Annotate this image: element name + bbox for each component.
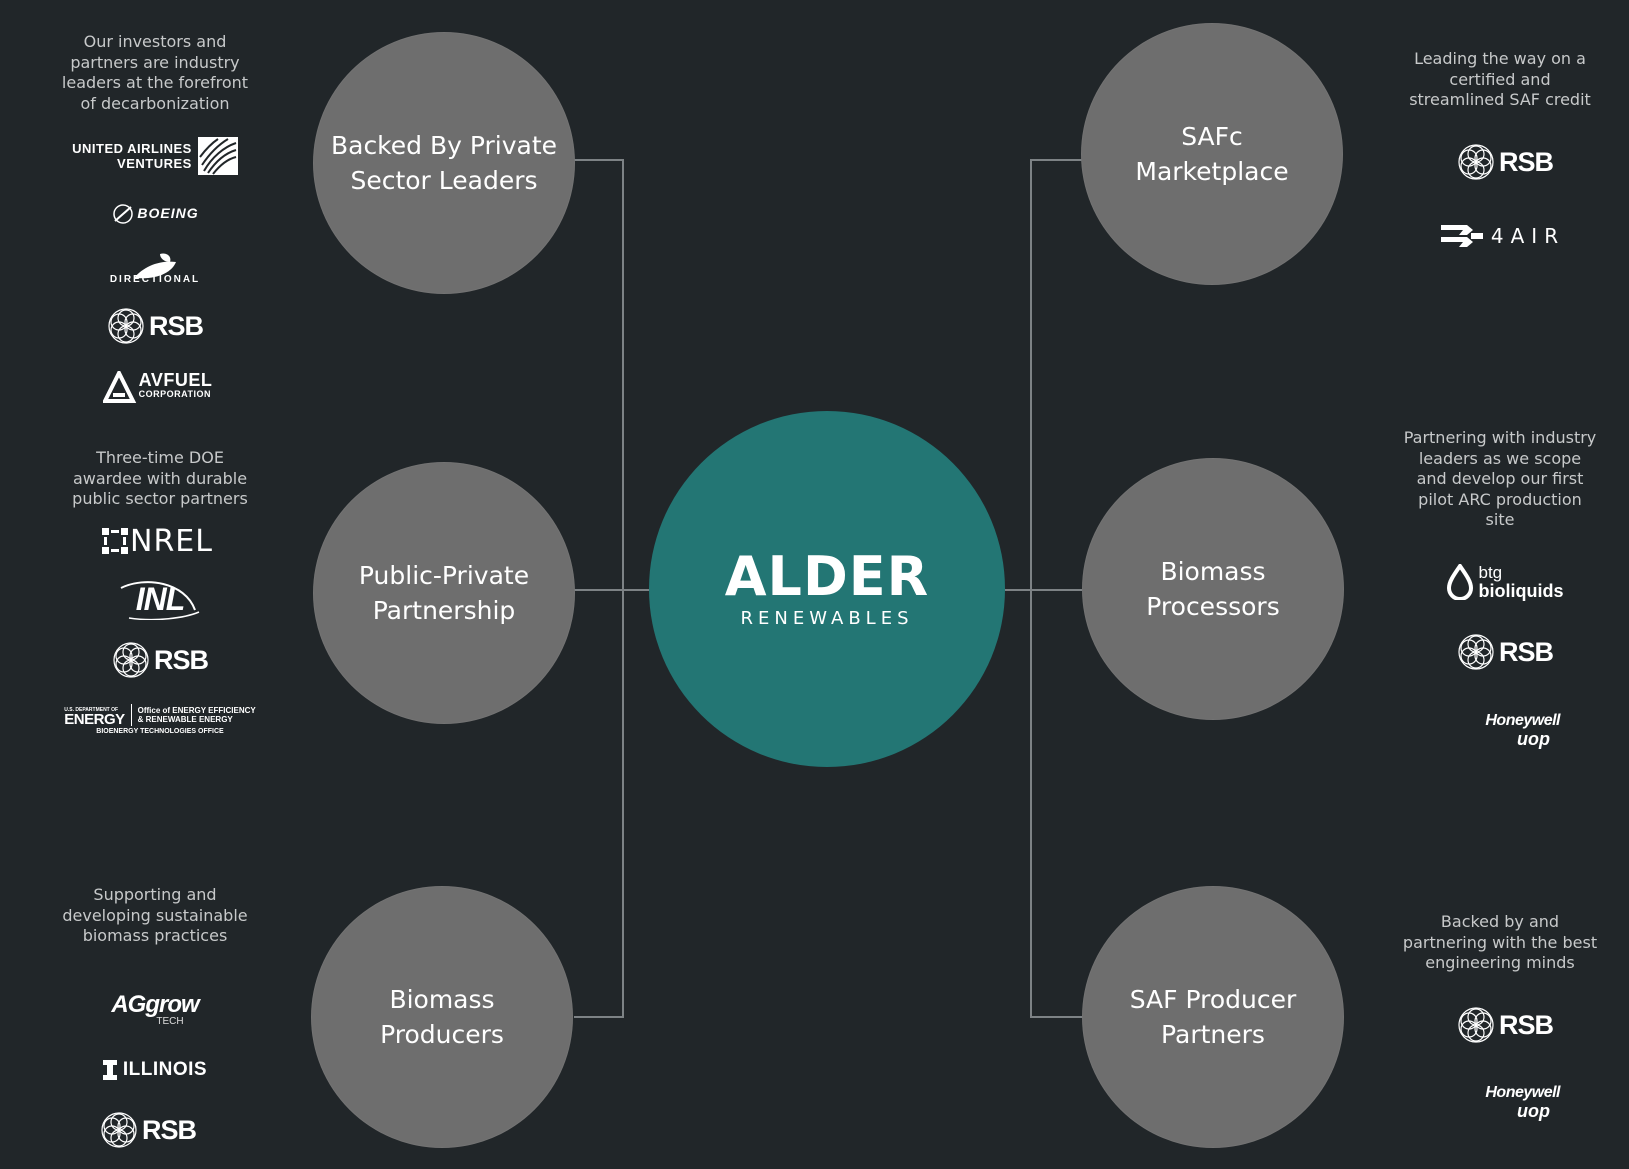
inl-logo: INL	[115, 578, 205, 620]
nrel-text: NREL	[130, 523, 213, 559]
doe-energy: ENERGY	[64, 710, 125, 728]
fourair-text: 4AIR	[1490, 224, 1566, 248]
node-producers: Biomass Producers	[311, 886, 573, 1148]
rsb-logo-right-3: RSB	[1450, 1005, 1560, 1045]
honeywell-text: Honeywell	[1485, 712, 1560, 729]
rsb-logo-left-2: RSB	[105, 640, 215, 680]
btg-bioliquids-logo: btg bioliquids	[1440, 560, 1570, 604]
node-public-private: Public-Private Partnership	[313, 462, 575, 724]
avfuel-logo: AVFUEL CORPORATION	[85, 370, 230, 404]
flower-of-life-icon	[108, 308, 144, 344]
desc-saf-producer: Backed by and partnering with the best e…	[1402, 912, 1598, 972]
aggrow-text: AGgrow	[111, 991, 199, 1018]
illinois-block-i-icon	[102, 1060, 117, 1080]
desc-safc: Leading the way on a certified and strea…	[1409, 49, 1591, 109]
united-airlines-ventures-logo: UNITED AIRLINES VENTURES	[60, 136, 250, 176]
flower-of-life-icon	[113, 642, 149, 678]
rsb-logo-right-2: RSB	[1450, 632, 1560, 672]
center-node: ALDER RENEWABLES	[649, 411, 1005, 767]
flower-of-life-icon	[1458, 1007, 1494, 1043]
node-saf-producer-label: SAF Producer Partners	[1129, 985, 1297, 1049]
aggrow-logo: AGgrow TECH	[100, 990, 210, 1030]
doe-office: Office of ENERGY EFFICIENCY	[137, 705, 256, 715]
btg-text: btg	[1478, 563, 1503, 582]
flower-of-life-icon	[101, 1112, 137, 1148]
droplet-icon	[1446, 564, 1473, 600]
node-safc-label: SAFc Marketplace	[1135, 122, 1289, 186]
uop-text: uop	[1517, 729, 1550, 749]
honeywell-uop-logo-2: Honeywell uop	[1450, 1082, 1560, 1122]
node-backed: Backed By Private Sector Leaders	[313, 32, 575, 294]
illinois-text: ILLINOIS	[122, 1059, 208, 1080]
doe-line1: U.S. DEPARTMENT OF	[64, 706, 119, 713]
rsb-text: RSB	[1498, 636, 1554, 667]
node-processors-label: Biomass Processors	[1146, 557, 1280, 621]
inl-text: INL	[135, 580, 186, 617]
honeywell-text: Honeywell	[1485, 1084, 1560, 1101]
bioliquids-text: bioliquids	[1478, 581, 1564, 601]
globe-icon	[197, 137, 238, 175]
boeing-text: BOEING	[137, 205, 199, 221]
node-processors: Biomass Processors	[1082, 458, 1344, 720]
rsb-text: RSB	[153, 644, 209, 675]
node-backed-label: Backed By Private Sector Leaders	[330, 131, 558, 195]
doe-bioenergy: BIOENERGY TECHNOLOGIES OFFICE	[96, 727, 224, 735]
desc-processors: Partnering with industry leaders as we s…	[1403, 428, 1597, 529]
honeywell-uop-logo-1: Honeywell uop	[1450, 710, 1560, 750]
illinois-logo: ILLINOIS	[95, 1057, 215, 1083]
nrel-logo: NREL	[95, 523, 220, 559]
avfuel-mark-icon	[102, 371, 136, 403]
rsb-text: RSB	[148, 310, 204, 341]
fourair-arrows-icon	[1440, 225, 1483, 247]
leaf-icon	[134, 252, 176, 278]
aggrow-tech: TECH	[156, 1016, 184, 1027]
inl-swoosh-icon	[120, 581, 200, 620]
nrel-mark-icon	[102, 528, 129, 554]
directional-text: DIRECTIONAL	[109, 273, 201, 285]
flower-of-life-icon	[1458, 634, 1494, 670]
connector-right	[1030, 159, 1082, 1018]
united-line2: VENTURES	[117, 156, 192, 171]
boeing-logo: BOEING	[95, 200, 215, 226]
flower-of-life-icon	[1458, 144, 1494, 180]
brand-title: ALDER	[724, 544, 930, 608]
node-public-private-label: Public-Private Partnership	[358, 561, 530, 625]
node-saf-producer: SAF Producer Partners	[1082, 886, 1344, 1148]
desc-producers: Supporting and developing sustainable bi…	[62, 885, 248, 945]
connector-left	[574, 159, 624, 1018]
rsb-logo-left-1: RSB	[100, 306, 210, 346]
directional-logo: DIRECTIONAL	[100, 248, 210, 288]
desc-public-private: Three-time DOE awardee with durable publ…	[72, 448, 248, 508]
avfuel-text: AVFUEL	[138, 370, 213, 390]
uop-text: uop	[1517, 1101, 1550, 1121]
desc-backed: Our investors and partners are industry …	[61, 32, 249, 113]
avfuel-sub: CORPORATION	[138, 389, 211, 399]
united-line1: UNITED AIRLINES	[72, 141, 192, 156]
rsb-text: RSB	[142, 1114, 197, 1145]
doe-eere-logo: U.S. DEPARTMENT OF ENERGY Office of ENER…	[62, 701, 258, 737]
brand-subtitle: RENEWABLES	[740, 607, 914, 629]
node-safc: SAFc Marketplace	[1081, 23, 1343, 285]
rsb-logo-right-1: RSB	[1450, 142, 1560, 182]
boeing-swoosh-icon	[113, 204, 134, 224]
doe-renewable: & RENEWABLE ENERGY	[137, 714, 233, 724]
fourair-logo: 4AIR	[1438, 220, 1568, 252]
rsb-text: RSB	[1498, 1009, 1554, 1040]
rsb-logo-left-3: RSB	[100, 1110, 197, 1150]
rsb-text: RSB	[1498, 146, 1554, 177]
node-producers-label: Biomass Producers	[380, 985, 504, 1049]
